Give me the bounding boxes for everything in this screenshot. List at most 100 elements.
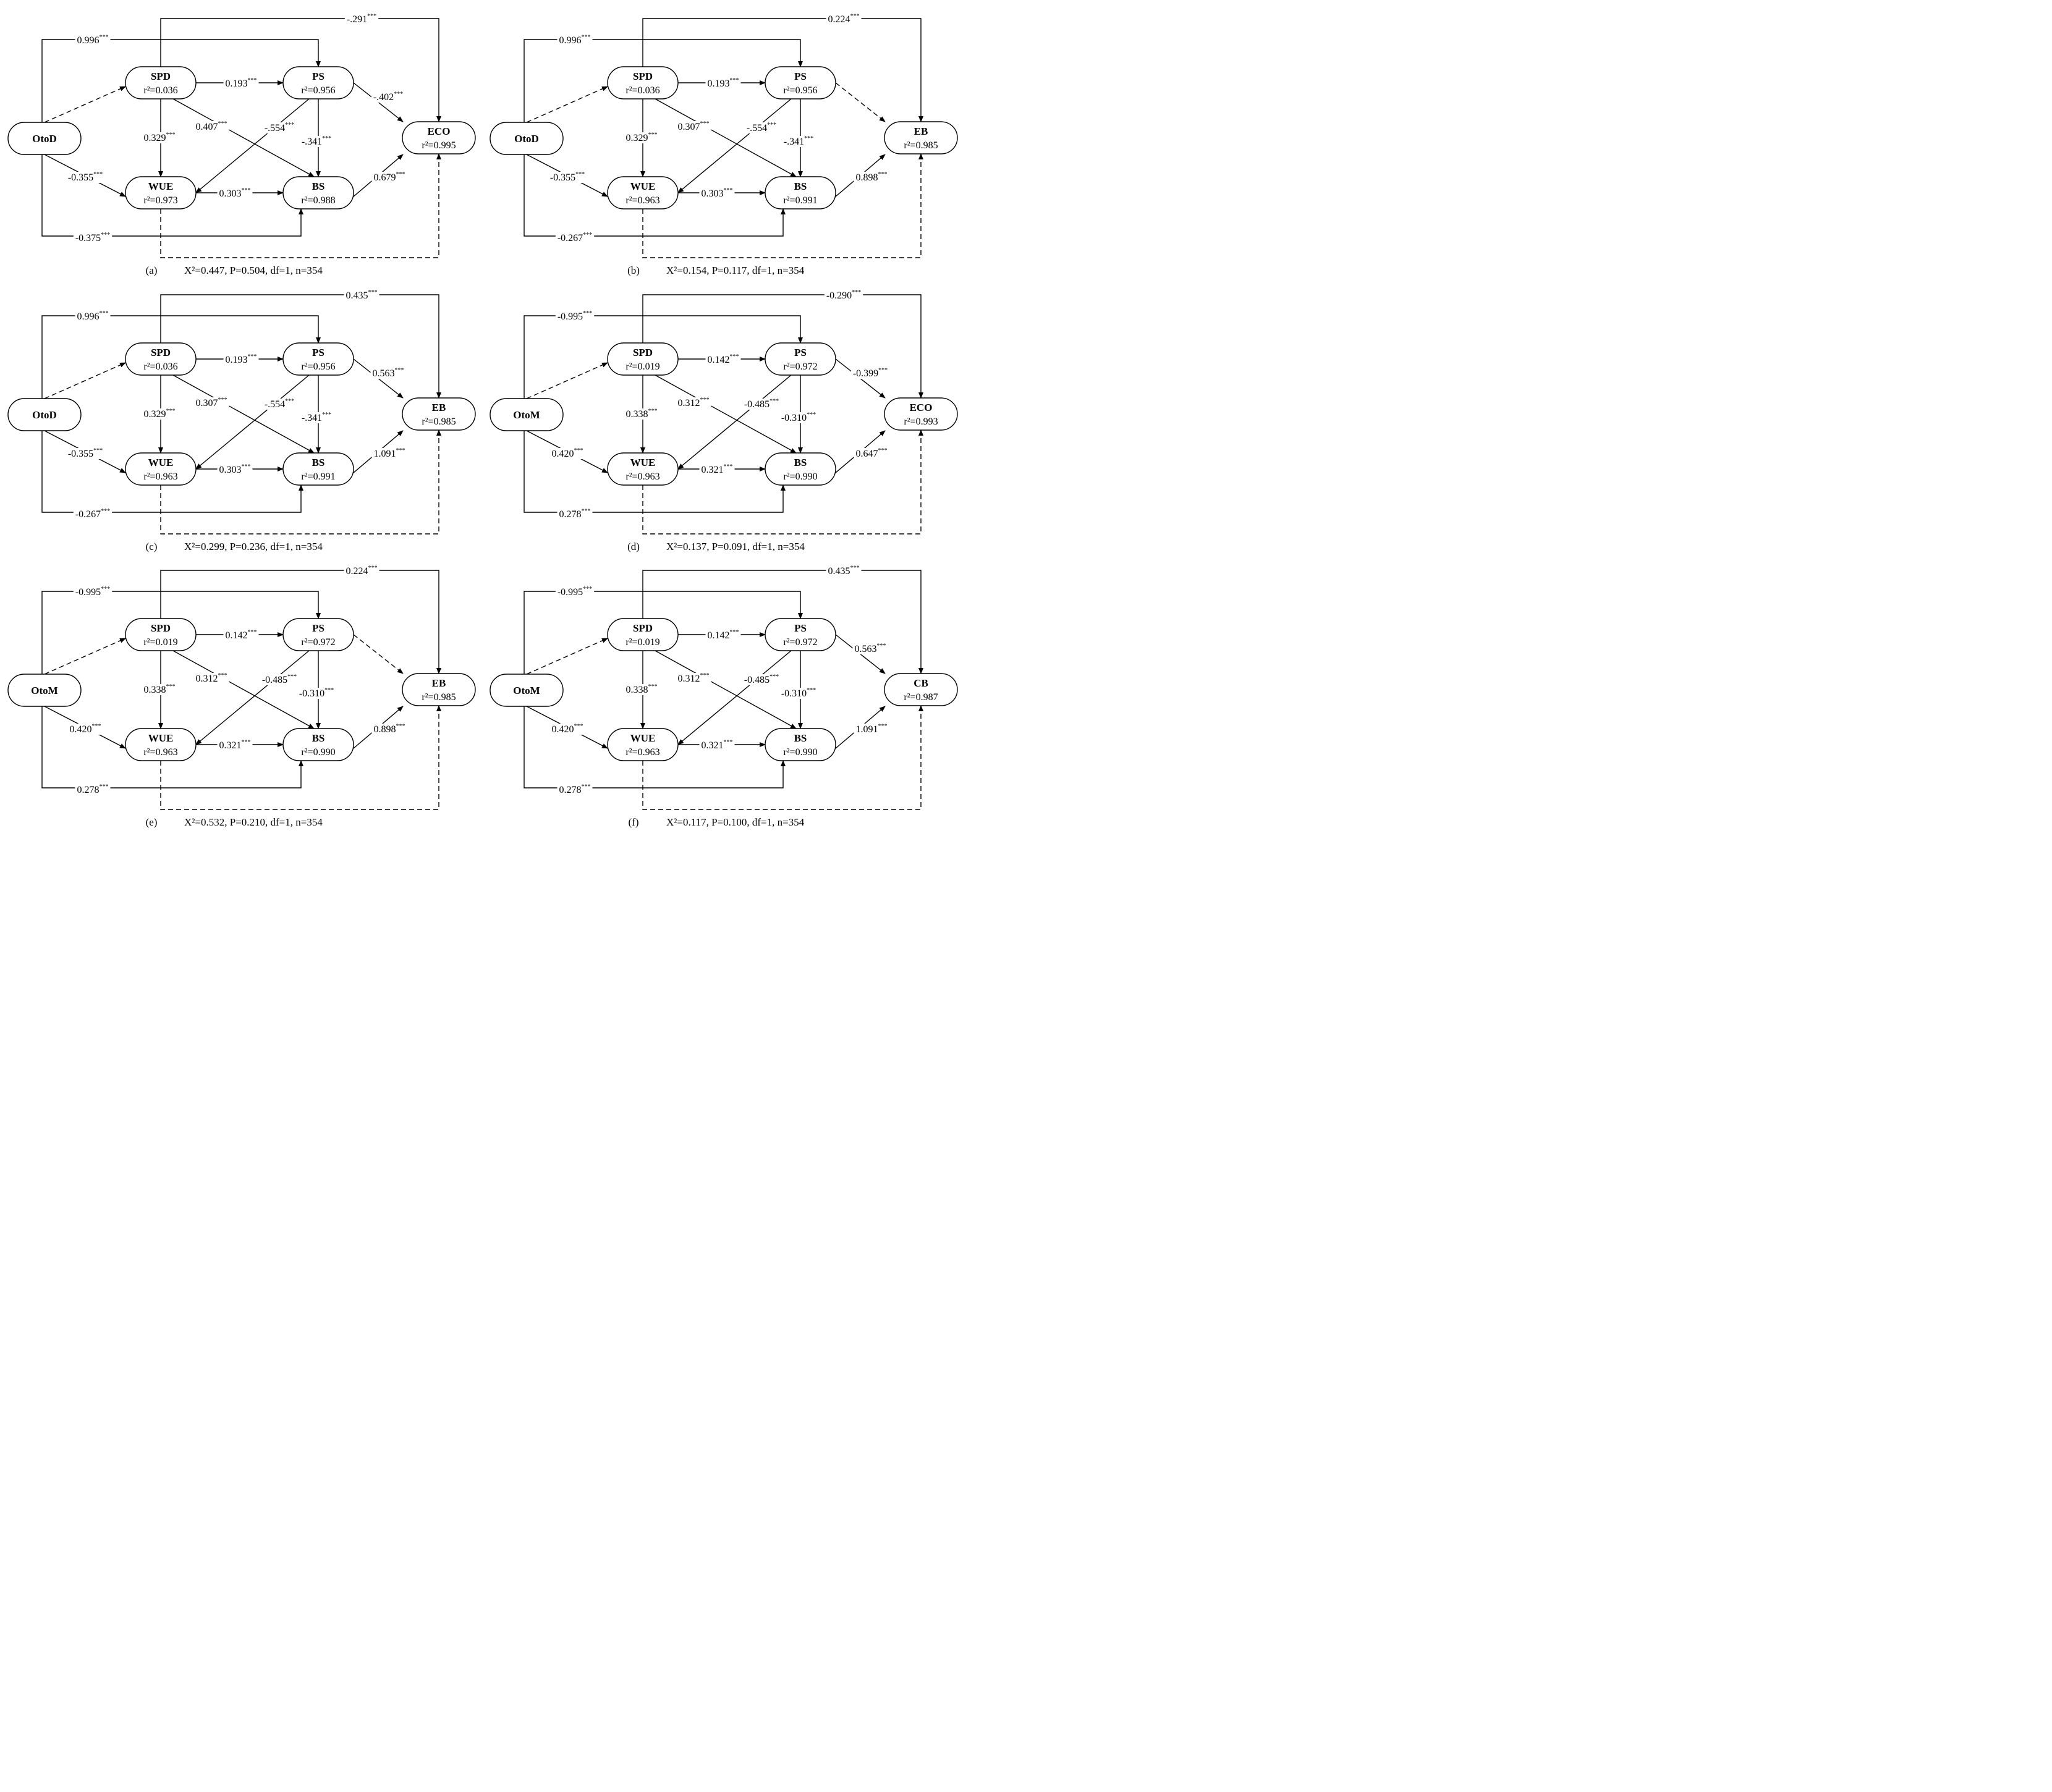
coefficient-value: -0.310: [781, 413, 807, 423]
coefficient-value: 0.303: [219, 188, 242, 199]
node-r-squared: r²=0.972: [783, 361, 817, 372]
path-source-to-wue: -0.355***: [44, 154, 126, 197]
coefficient-value: 0.898: [374, 724, 396, 735]
path-coefficient-label: 0.312***: [196, 672, 227, 684]
path-coefficient-label: -0.399***: [853, 367, 888, 379]
significance-stars: ***: [648, 408, 658, 415]
label-backing: [779, 688, 818, 699]
path-spd-to-bs: 0.312***: [172, 650, 315, 729]
path-source-to-bs: -0.267***: [41, 431, 303, 520]
significance-stars: ***: [248, 353, 257, 360]
node-name: WUE: [148, 457, 174, 468]
path-coefficient-label: 0.312***: [678, 397, 710, 408]
node-r-squared: r²=0.991: [783, 195, 817, 206]
significance-stars: ***: [248, 629, 257, 636]
path-arrow: [677, 374, 792, 470]
label-backing: [557, 509, 593, 520]
path-coefficient-label: 0.224***: [828, 13, 860, 25]
label-backing: [781, 136, 816, 147]
path-spd-to-target: 0.435***: [642, 565, 923, 674]
node-box: [402, 673, 476, 706]
label-backing: [73, 586, 112, 598]
path-arrow: [44, 86, 126, 123]
significance-stars: ***: [322, 135, 331, 142]
path-ps-to-wue: -0.485***: [195, 650, 310, 745]
label-backing: [371, 724, 407, 735]
node-otom: OtoM: [490, 674, 564, 707]
coefficient-value: -0.399: [853, 368, 878, 379]
path-coefficient-label: 1.091***: [856, 723, 888, 735]
label-backing: [371, 448, 407, 459]
label-backing: [676, 397, 711, 408]
path-coefficient-label: -0.485***: [744, 674, 779, 685]
path-ps-to-target: [353, 634, 404, 674]
path-wue-to-bs: 0.303***: [196, 463, 284, 475]
coefficient-value: 0.224: [828, 14, 850, 25]
coefficient-value: -.341: [784, 137, 804, 147]
path-spd-to-target: 0.224***: [642, 13, 923, 122]
significance-stars: ***: [166, 408, 176, 415]
node-box: [607, 342, 679, 376]
coefficient-value: 0.329: [626, 133, 648, 143]
node-box: [765, 618, 836, 651]
label-backing: [75, 311, 111, 322]
path-arrow: [524, 591, 803, 674]
significance-stars: ***: [730, 353, 739, 360]
path-coefficient-label: 0.278***: [559, 508, 591, 520]
label-backing: [142, 408, 177, 420]
node-name: SPD: [633, 347, 653, 358]
node-r-squared: r²=0.036: [143, 85, 177, 96]
coefficient-value: -.554: [265, 123, 285, 133]
label-backing: [66, 172, 105, 183]
coefficient-value: -.554: [265, 399, 285, 410]
path-ps-to-target: -.402***: [353, 82, 405, 122]
path-spd-to-bs: 0.407***: [172, 98, 315, 177]
path-arrow: [44, 362, 126, 399]
coefficient-value: 0.647: [856, 449, 878, 459]
label-backing: [370, 368, 406, 379]
significance-stars: ***: [287, 674, 297, 680]
coefficient-value: 0.563: [855, 644, 877, 654]
path-bs-to-target: 0.679***: [353, 154, 407, 197]
significance-stars: ***: [878, 367, 888, 374]
label-backing: [217, 740, 253, 751]
node-name: OtoM: [513, 409, 540, 421]
node-r-squared: r²=0.987: [904, 692, 938, 703]
label-backing: [624, 684, 659, 695]
node-r-squared: r²=0.963: [625, 471, 659, 482]
path-source-to-ps: -0.995***: [41, 586, 321, 674]
path-source-to-wue: 0.420***: [44, 706, 126, 749]
path-coefficient-label: 0.142***: [708, 353, 739, 365]
path-coefficient-label: -0.310***: [781, 412, 816, 423]
path-spd-to-ps: 0.142***: [678, 353, 766, 365]
node-name: CB: [914, 677, 928, 689]
path-arrow: [524, 39, 803, 122]
label-backing: [260, 674, 299, 685]
path-coefficient-label: 0.898***: [856, 171, 888, 183]
label-backing: [624, 408, 659, 420]
path-arrow: [41, 39, 321, 122]
significance-stars: ***: [878, 447, 888, 454]
label-backing: [852, 643, 888, 654]
significance-stars: ***: [770, 398, 779, 405]
path-source-to-spd: [526, 362, 608, 399]
coefficient-value: -0.995: [75, 587, 101, 598]
significance-stars: ***: [101, 586, 110, 593]
path-spd-to-bs: 0.312***: [655, 650, 797, 729]
label-backing: [73, 509, 112, 520]
coefficient-value: 0.679: [374, 172, 396, 183]
coefficient-value: -0.485: [744, 399, 770, 410]
significance-stars: ***: [396, 723, 405, 730]
coefficient-value: 0.321: [702, 740, 724, 751]
label-backing: [217, 464, 253, 475]
significance-stars: ***: [324, 687, 334, 694]
significance-stars: ***: [285, 398, 294, 405]
panel-c: 0.435***0.996***0.193***0.563***0.329***…: [7, 289, 476, 552]
path-arrow: [160, 18, 441, 122]
significance-stars: ***: [166, 132, 176, 138]
path-coefficient-label: 0.224***: [346, 565, 378, 577]
node-box: [125, 452, 197, 486]
